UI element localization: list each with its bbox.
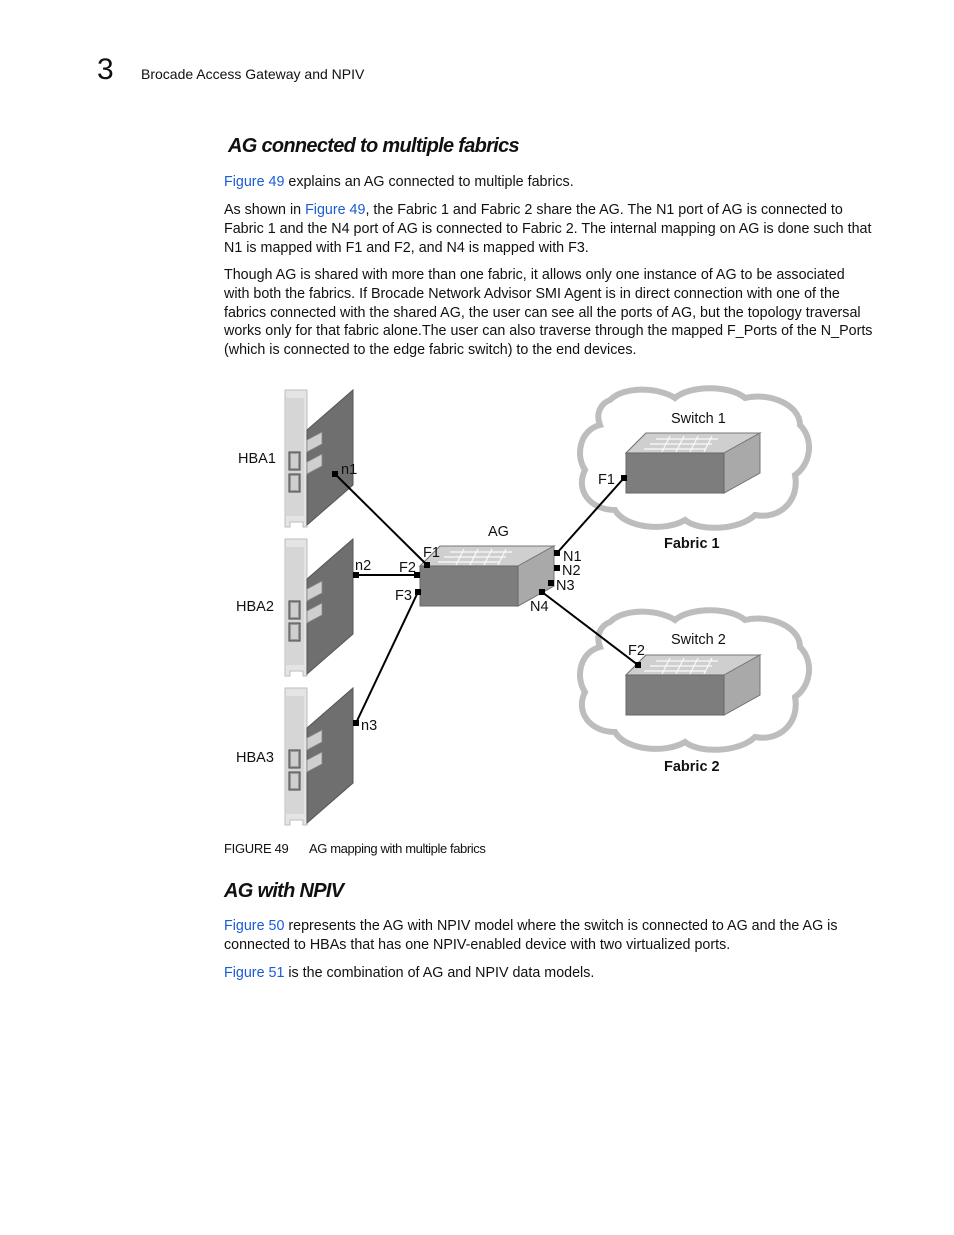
switch1-f1-label: F1 [598,472,615,488]
link-n1-switch1 [556,477,625,554]
paragraph-1-text: explains an AG connected to multiple fab… [284,174,574,190]
hba3-card [284,687,354,826]
ag-f1-label: F1 [423,545,440,561]
link-n4-switch2 [541,591,639,666]
switch2-port-f2-dot [635,662,641,668]
ag-port-f1-dot [424,562,430,568]
fabric1-label: Fabric 1 [664,536,720,552]
switch1-label: Switch 1 [671,411,726,427]
link-n3-f3 [355,591,419,724]
figure-caption-number: FIGURE 49 [224,841,289,856]
paragraph-npiv-1: Figure 50 represents the AG with NPIV mo… [224,917,874,955]
ag-port-f2-dot [414,572,420,578]
hba3-label: HBA3 [236,750,274,766]
n3-label: n3 [361,718,377,734]
paragraph-npiv-2: Figure 51 is the combination of AG and N… [224,964,874,983]
link-n1-f1 [334,473,428,566]
figure-49-link[interactable]: Figure 49 [224,174,285,190]
fabric2-label: Fabric 2 [664,759,720,775]
ag-port-n3-dot [548,580,554,586]
section-heading-ag-with-npiv: AG with NPIV [224,880,344,902]
ag-f2-label: F2 [399,560,416,576]
ag-port-n2-dot [554,565,560,571]
figure-50-link[interactable]: Figure 50 [224,918,285,934]
paragraph-2-pre: As shown in [224,202,306,218]
ag-f3-label: F3 [395,588,412,604]
figure-51-link[interactable]: Figure 51 [224,965,285,981]
chapter-title: Brocade Access Gateway and NPIV [141,66,365,82]
switch1-port-f1-dot [621,475,627,481]
switch-2 [625,654,761,716]
hba1-label: HBA1 [238,451,276,467]
figure-caption: FIGURE 49 AG mapping with multiple fabri… [224,841,486,856]
paragraph-3: Though AG is shared with more than one f… [224,267,873,359]
n2-label: n2 [355,558,371,574]
switch2-f2-label: F2 [628,643,645,659]
port-n2-dot [353,572,359,578]
hba1-card [284,389,354,528]
hba2-card [284,538,354,677]
ag-port-f3-dot [415,589,421,595]
ag-switch [419,545,555,607]
chapter-number: 3 [97,53,114,86]
paragraph-2-text: , the Fabric 1 and Fabric 2 share the AG… [224,202,872,256]
switch-1 [625,432,761,494]
ag-n1-label: N1 [563,549,582,565]
port-n3-dot [353,720,359,726]
ag-port-n1-dot [554,550,560,556]
paragraph-npiv-2-text: is the combination of AG and NPIV data m… [284,965,595,981]
port-n1-dot [332,471,338,477]
figure-49-link[interactable]: Figure 49 [305,202,366,218]
paragraph-1: Figure 49 explains an AG connected to mu… [224,173,874,192]
ag-n4-label: N4 [530,599,549,615]
section-heading-ag-multiple-fabrics: AG connected to multiple fabrics [228,135,520,157]
hba2-label: HBA2 [236,599,274,615]
ag-label: AG [488,524,509,540]
n1-label: n1 [341,462,357,478]
ag-port-n4-dot [539,589,545,595]
figure-caption-text: AG mapping with multiple fabrics [309,841,486,856]
paragraph-npiv-1-text: represents the AG with NPIV model where … [224,918,838,953]
ag-n3-label: N3 [556,578,575,594]
ag-n2-label: N2 [562,563,581,579]
switch2-label: Switch 2 [671,632,726,648]
paragraph-2: As shown in Figure 49, the Fabric 1 and … [224,201,874,257]
